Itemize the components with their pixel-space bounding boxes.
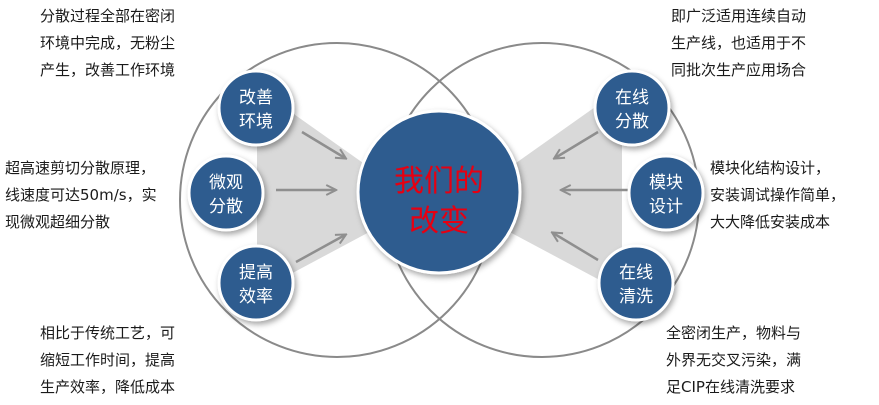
node-tigao-line1: 提高 <box>239 263 273 283</box>
arrow-tigao <box>295 235 345 264</box>
center-label-line2: 改变 <box>409 204 469 239</box>
arrow-gaishan <box>301 130 345 158</box>
node-gaishan: 改善 环境 <box>217 69 295 147</box>
node-zaixian-fensan: 在线 分散 <box>593 69 671 147</box>
desc-zaixian-fensan: 即广泛适用连续自动 生产线，也适用于不 同批次生产应用场合 <box>671 7 807 79</box>
center-label-line1: 我们的 <box>394 164 484 199</box>
node-weiguan-line1: 微观 <box>209 173 243 193</box>
node-tigao: 提高 效率 <box>217 244 295 322</box>
node-tigao-line2: 效率 <box>239 287 273 307</box>
desc-zaixian-qingxi: 全密闭生产，物料与 外界无交叉污染，满 足CIP在线清洗要求 <box>666 324 802 396</box>
node-zaixian-fensan-line2: 分散 <box>615 112 649 132</box>
arrow-zaixian-qingxi <box>553 233 599 262</box>
node-weiguan: 微观 分散 <box>187 154 265 232</box>
desc-gaishan: 分散过程全部在密闭 环境中完成，无粉尘 产生，改善工作环境 <box>40 7 176 79</box>
node-zaixian-qingxi-line1: 在线 <box>619 263 653 283</box>
node-weiguan-line2: 分散 <box>209 197 243 217</box>
desc-mokuai: 模块化结构设计， 安装调试操作简单， 大大降低安装成本 <box>710 159 846 231</box>
node-gaishan-line2: 环境 <box>239 112 273 132</box>
desc-weiguan: 超高速剪切分散原理， 线速度可达50m/s，实 现微观超细分散 <box>5 159 157 231</box>
center-node: 我们的 改变 <box>356 109 522 275</box>
node-zaixian-fensan-line1: 在线 <box>615 88 649 108</box>
desc-tigao: 相比于传统工艺，可 缩短工作时间，提高 生产效率，降低成本 <box>40 324 176 396</box>
node-mokuai-line1: 模块 <box>649 173 683 193</box>
arrow-zaixian-fensan <box>555 130 599 158</box>
node-zaixian-qingxi: 在线 清洗 <box>597 244 675 322</box>
node-zaixian-qingxi-line2: 清洗 <box>619 287 653 307</box>
node-mokuai: 模块 设计 <box>627 154 705 232</box>
node-gaishan-line1: 改善 <box>239 88 273 108</box>
node-mokuai-line2: 设计 <box>649 197 683 217</box>
